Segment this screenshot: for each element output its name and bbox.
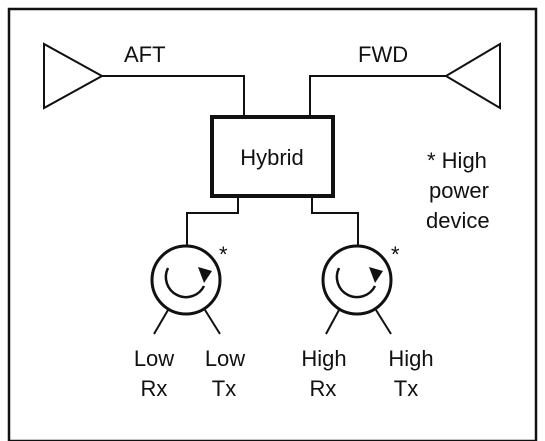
low-tx-label-line-1: Low (205, 346, 245, 371)
left-circulator-low-rx-lead (153, 309, 169, 335)
high-rx-label-line-2: Rx (310, 376, 337, 401)
left-circulator-body (150, 244, 222, 316)
diagram-border (7, 7, 538, 441)
hybrid-box (210, 115, 335, 198)
left-circulator-low-tx-lead (204, 309, 221, 335)
hybrid-label: Hybrid (240, 145, 304, 170)
right-circulator-feed-line (311, 196, 359, 255)
right-circulator: * (321, 242, 400, 335)
high-rx-label-line-1: High (301, 346, 346, 371)
left-circulator-arrowhead-icon (198, 267, 212, 283)
low-rx-label-line-2: Rx (141, 376, 168, 401)
fwd-feed-line (309, 75, 446, 116)
right-circulator-arc-icon (335, 267, 377, 299)
left-circulator-high-power-marker: * (219, 242, 228, 267)
aft-feed-line (102, 75, 245, 116)
note-line-3: device (426, 208, 490, 233)
note-line-1: * High (427, 148, 487, 173)
aft-antenna-icon (43, 42, 105, 110)
right-circulator-high-power-marker: * (391, 242, 400, 267)
fwd-antenna-icon (444, 42, 501, 110)
right-circulator-arrowhead-icon (369, 267, 383, 283)
fwd-label: FWD (358, 42, 408, 67)
note-line-2: power (429, 178, 489, 203)
high-tx-label-line-1: High (388, 346, 433, 371)
right-circulator-high-rx-lead (325, 309, 340, 335)
aft-label: AFT (124, 42, 166, 67)
left-circulator-feed-line (186, 196, 239, 255)
left-circulator: * (150, 242, 228, 335)
low-rx-label-line-1: Low (134, 346, 174, 371)
low-tx-label-line-2: Tx (212, 376, 236, 401)
right-circulator-body (321, 244, 393, 316)
right-circulator-high-tx-lead (375, 309, 392, 335)
left-circulator-arc-icon (164, 267, 206, 299)
high-tx-label-line-2: Tx (394, 376, 418, 401)
